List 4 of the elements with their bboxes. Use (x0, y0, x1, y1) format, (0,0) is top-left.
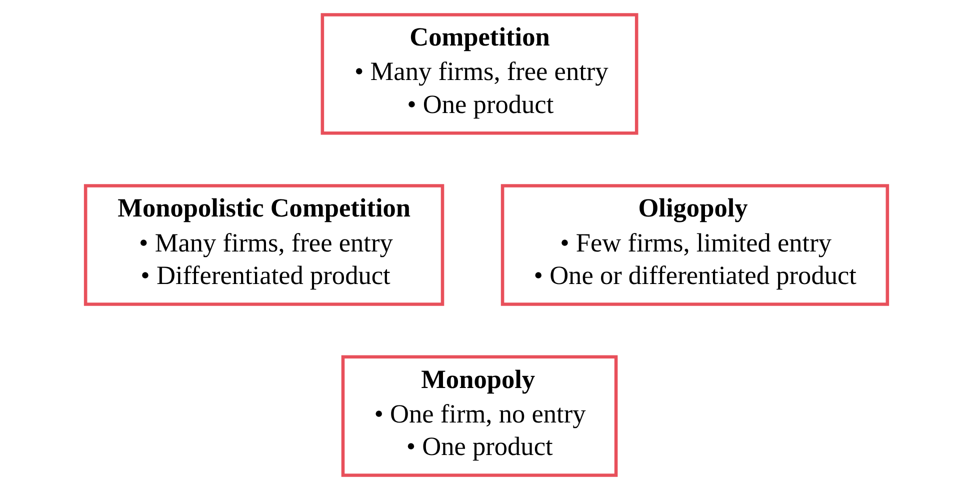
node-box: Monopolistic Competition • Many firms, free entry • Differentiated product (84, 184, 444, 306)
node-box: Competition • Many firms, free entry • One product (320, 13, 638, 135)
node-box: Oligopoly • Few firms, limited entry • One or differentiated product (500, 184, 890, 306)
node-box: Monopoly • One firm, no entry • One product (341, 355, 618, 477)
